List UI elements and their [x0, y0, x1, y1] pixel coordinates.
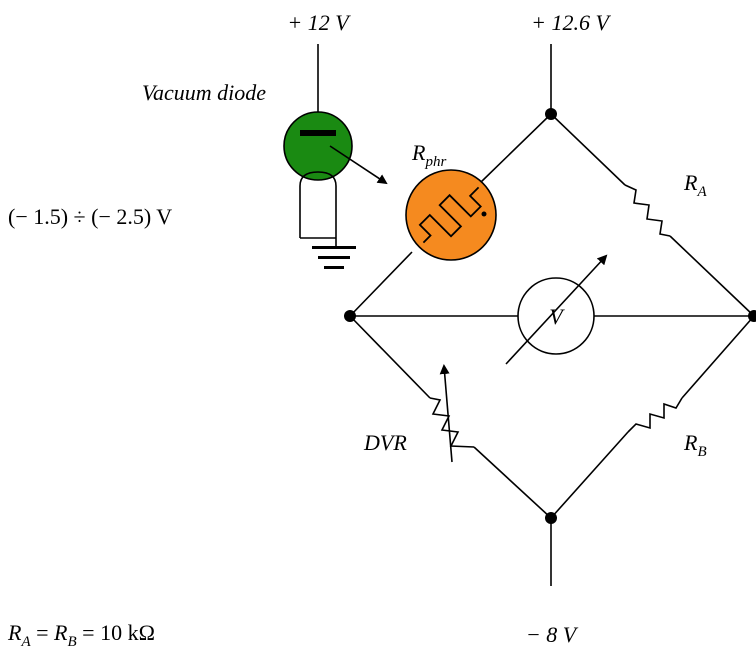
resistor-rb	[550, 315, 755, 519]
wire-top-to-rphr	[479, 113, 552, 184]
voltmeter-label: V	[549, 304, 565, 329]
node-left	[344, 310, 356, 322]
rb-label: RB	[683, 430, 707, 460]
supply-left-label: + 12 V	[287, 10, 351, 35]
ra-label: RA	[683, 170, 707, 200]
supply-right-label: + 12.6 V	[531, 10, 611, 35]
light-arrow	[329, 145, 388, 185]
bias-voltage-label: (− 1.5) ÷ (− 2.5) V	[8, 204, 172, 229]
resistor-ra	[550, 113, 755, 317]
rphr-label: Rphr	[411, 140, 446, 170]
resistor-dvr	[349, 315, 552, 519]
vacuum-diode-label: Vacuum diode	[142, 80, 266, 105]
supply-bottom-label: − 8 V	[526, 622, 579, 646]
node-top	[545, 108, 557, 120]
node-right	[748, 310, 756, 322]
voltmeter-icon: V	[505, 254, 608, 365]
wire-rphr-to-left	[349, 251, 413, 317]
photoresistor-icon	[405, 169, 497, 261]
dvr-label: DVR	[363, 430, 407, 455]
dvr-adjust-arrow	[439, 364, 453, 463]
node-bottom	[545, 512, 557, 524]
resistance-equation: RA = RB = 10 kΩ	[7, 620, 155, 646]
ground-icon	[299, 212, 356, 269]
vacuum-diode-icon	[283, 111, 388, 212]
